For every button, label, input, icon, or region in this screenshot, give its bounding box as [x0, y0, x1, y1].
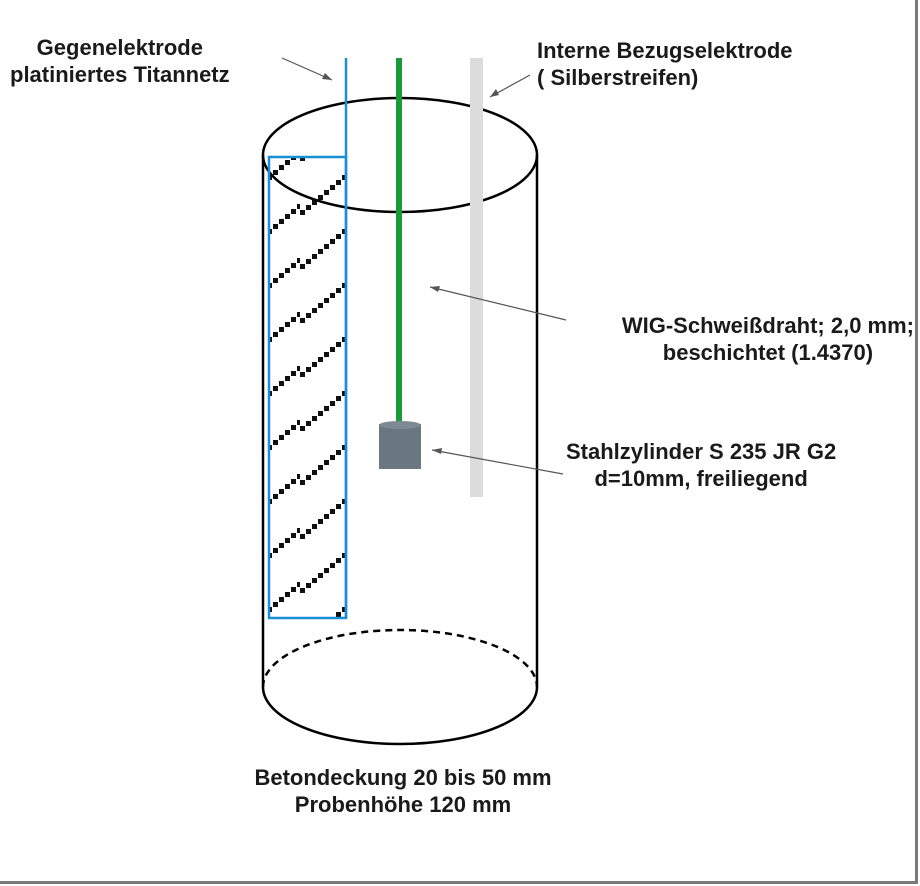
reference-electrode-label: Interne Bezugselektrode ( Silberstreifen…: [537, 37, 793, 91]
leader-arrowheads: [322, 73, 499, 454]
specimen-label: Betondeckung 20 bis 50 mm Probenhöhe 120…: [223, 764, 583, 818]
reference-electrode-strip: [470, 58, 483, 497]
counter-electrode-frame: [267, 155, 348, 620]
specimen-label-line2: Probenhöhe 120 mm: [294, 792, 512, 817]
steel-cylinder-label-line1: Stahlzylinder S 235 JR G2: [566, 439, 837, 464]
reference-electrode-label-line1: Interne Bezugselektrode: [537, 38, 793, 63]
leader-steel-cylinder: [431, 449, 564, 475]
leader-welding-wire: [429, 286, 567, 321]
specimen-label-line1: Betondeckung 20 bis 50 mm: [254, 765, 552, 790]
cylinder-bottom-back-dashed: [261, 628, 539, 688]
reference-electrode-label-line2: ( Silberstreifen): [537, 65, 699, 90]
counter-electrode-label-line1: Gegenelektrode: [36, 35, 203, 60]
counter-electrode-label-line2: platiniertes Titannetz: [10, 62, 230, 87]
welding-wire: [396, 58, 402, 424]
counter-electrode: [267, 58, 348, 620]
welding-wire-label: WIG-Schweißdraht; 2,0 mm; beschichtet (1…: [622, 312, 914, 366]
steel-cylinder-label-line2: d=10mm, freiliegend: [594, 466, 808, 491]
cylinder-bottom-front: [261, 686, 539, 746]
steel-cylinder-label: Stahlzylinder S 235 JR G2 d=10mm, freili…: [566, 438, 836, 492]
counter-electrode-mesh: [270, 158, 346, 618]
welding-wire-label-line2: beschichtet (1.4370): [662, 340, 874, 365]
welding-wire-label-line1: WIG-Schweißdraht; 2,0 mm;: [621, 313, 914, 338]
steel-cylinder: [379, 421, 421, 469]
counter-electrode-label: Gegenelektrode platiniertes Titannetz: [10, 34, 230, 88]
